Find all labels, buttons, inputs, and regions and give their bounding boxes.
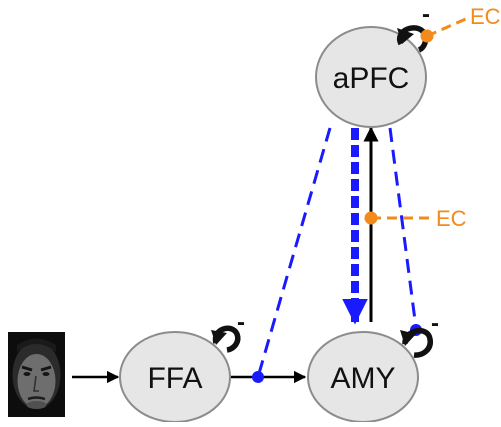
self-connection-ffa: - [211, 309, 245, 353]
node-apfc: aPFC [315, 26, 427, 128]
ec-marker-apfc: EC [420, 4, 501, 43]
self-connection-amy-sign: - [431, 310, 439, 337]
node-apfc-label: aPFC [333, 62, 410, 95]
self-connection-apfc: - [397, 1, 430, 53]
face-stimulus [8, 332, 65, 417]
modulation-apfc-to-amy-self [388, 127, 418, 329]
modulation-dot-ffa-amy [252, 371, 264, 383]
self-connection-ffa-sign: - [237, 309, 245, 336]
node-amy-label: AMY [330, 362, 395, 395]
self-connection-apfc-sign: - [422, 1, 430, 28]
node-amy: AMY [307, 331, 419, 423]
ec-marker-amy-apfc: EC [364, 206, 467, 231]
self-connection-amy: - [400, 310, 439, 358]
node-ffa-label: FFA [147, 362, 202, 395]
ec-label-middle: EC [436, 206, 467, 231]
node-ffa: FFA [119, 331, 231, 423]
modulation-apfc-to-ffa-amy-connection [256, 127, 332, 378]
ec-label-top: EC [470, 4, 501, 29]
